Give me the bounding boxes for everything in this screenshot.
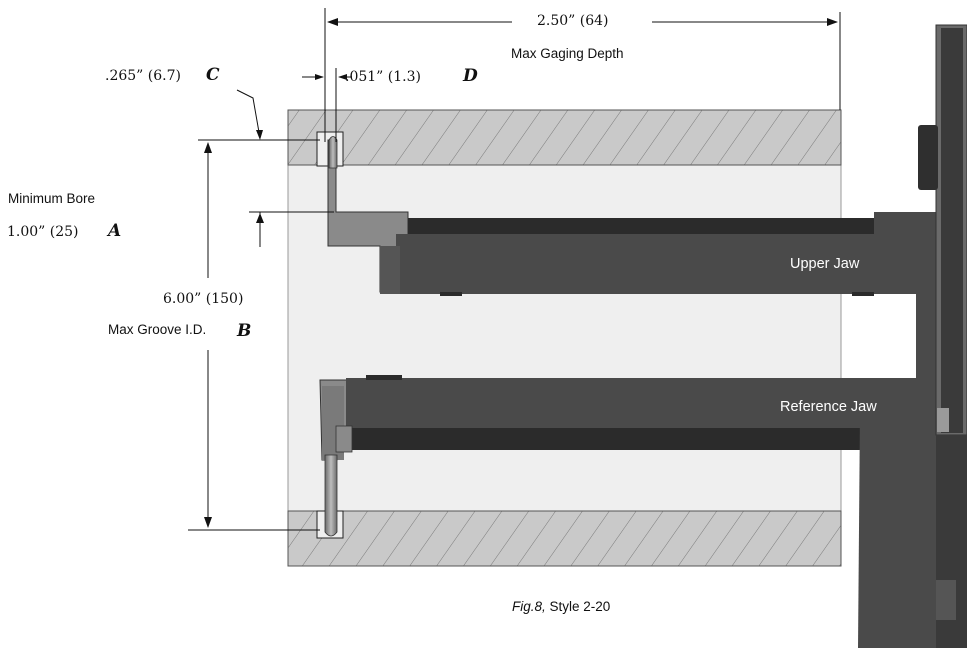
depth-label: Max Gaging Depth <box>511 46 624 61</box>
caption-style: Style 2-20 <box>546 599 611 614</box>
dimension-b: 6.00” (150) Max Groove I.D. B <box>108 139 320 531</box>
a-value: 1.00” (25) <box>7 224 79 240</box>
d-value: .051” (1.3) <box>345 69 421 85</box>
c-value: .265” (6.7) <box>105 68 181 84</box>
b-letter: B <box>236 321 251 341</box>
d-letter: D <box>462 66 478 86</box>
c-letter: C <box>206 65 220 85</box>
reference-jaw: Reference Jaw <box>319 375 937 648</box>
dimension-a: Minimum Bore 1.00” (25) A <box>7 191 334 247</box>
dimension-d: .051” (1.3) D <box>302 66 478 142</box>
reference-jaw-label: Reference Jaw <box>780 399 877 415</box>
figure-caption: Fig.8, Style 2-20 <box>512 599 610 614</box>
upper-wall <box>287 109 842 167</box>
a-letter: A <box>106 221 121 241</box>
caption-fig: Fig.8, <box>512 599 546 614</box>
lower-wall <box>287 510 842 567</box>
upper-jaw: Upper Jaw <box>327 136 937 380</box>
upper-jaw-label: Upper Jaw <box>790 256 860 272</box>
b-label: Max Groove I.D. <box>108 322 206 337</box>
depth-value: 2.50” (64) <box>537 13 609 29</box>
b-value: 6.00” (150) <box>163 291 243 307</box>
gauge-body <box>918 24 967 648</box>
dimension-depth: 2.50” (64) Max Gaging Depth <box>324 8 841 142</box>
a-label: Minimum Bore <box>8 191 95 206</box>
